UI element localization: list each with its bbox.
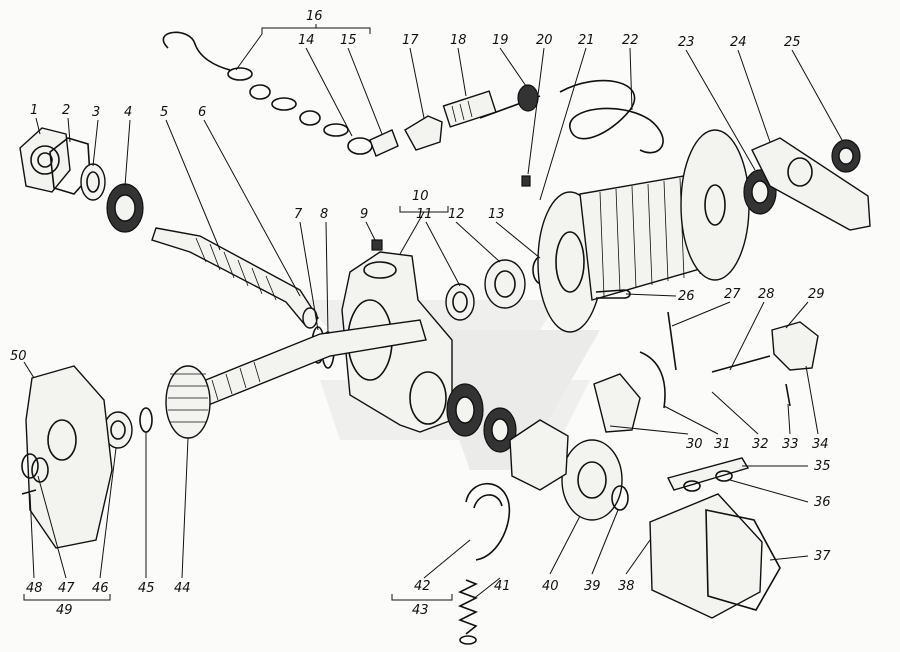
part-front-cover: [19, 127, 71, 193]
part-hook-chain: [162, 31, 399, 157]
part-brake-cover: [649, 493, 781, 619]
part-nut-9: [371, 239, 383, 251]
callout-10: 10: [412, 189, 429, 204]
callout-44: 44: [174, 581, 191, 596]
callout-36: 36: [814, 495, 831, 510]
callout-42: 42: [414, 579, 431, 594]
part-worm-shaft: [151, 227, 319, 329]
callout-38: 38: [618, 579, 635, 594]
part-bearing-4: [106, 183, 144, 233]
callout-18: 18: [450, 33, 467, 48]
callout-35: 35: [814, 459, 831, 474]
callout-12: 12: [448, 207, 465, 222]
callout-48: 48: [26, 581, 43, 596]
callout-25: 25: [784, 35, 801, 50]
callout-28: 28: [758, 287, 775, 302]
callout-45: 45: [138, 581, 155, 596]
callout-15: 15: [340, 33, 357, 48]
callout-39: 39: [584, 579, 601, 594]
callout-leaders: [23, 24, 843, 601]
part-bearings-lower: [446, 383, 569, 491]
callout-37: 37: [814, 549, 831, 564]
part-spring-41: [458, 579, 478, 645]
callout-4: 4: [124, 105, 132, 120]
part-gear-44: [165, 365, 211, 439]
callout-26: 26: [678, 289, 695, 304]
part-tensioner-18: [442, 90, 497, 128]
callout-41: 41: [494, 579, 511, 594]
part-ring-45: [139, 407, 153, 433]
callout-2: 2: [62, 103, 70, 118]
callout-31: 31: [714, 437, 731, 452]
part-support-bracket: [751, 137, 871, 231]
callout-6: 6: [198, 105, 206, 120]
callout-20: 20: [536, 33, 553, 48]
callout-22: 22: [622, 33, 639, 48]
callout-13: 13: [488, 207, 505, 222]
part-sleeve-19: [517, 84, 539, 112]
part-screw-20: [521, 175, 531, 187]
callout-11: 11: [416, 207, 433, 222]
part-bushing-11: [445, 283, 475, 321]
callout-16: 16: [306, 9, 323, 24]
callout-7: 7: [294, 207, 303, 222]
part-brake-drum: [561, 439, 623, 521]
callout-50: 50: [10, 349, 27, 364]
part-brake-band: [465, 482, 511, 561]
callout-23: 23: [678, 35, 695, 50]
callout-34: 34: [812, 437, 829, 452]
part-clamp-17: [404, 115, 443, 151]
callout-40: 40: [542, 579, 559, 594]
callout-1: 1: [30, 103, 38, 118]
part-cable: [479, 79, 664, 154]
part-plate-35: [666, 457, 750, 492]
callout-24: 24: [730, 35, 747, 50]
callout-21: 21: [578, 33, 595, 48]
part-washer-39: [611, 485, 629, 511]
callout-43: 43: [412, 603, 429, 618]
callout-19: 19: [492, 33, 509, 48]
callout-labels: 1 2 3 4 5 6 7 8 9 10 11 12 13 14 15 16 1…: [10, 9, 831, 618]
callout-32: 32: [752, 437, 769, 452]
part-seal: [80, 163, 106, 201]
callout-14: 14: [298, 33, 315, 48]
callout-9: 9: [360, 207, 368, 222]
callout-49: 49: [56, 603, 73, 618]
callout-33: 33: [782, 437, 799, 452]
callout-17: 17: [402, 33, 419, 48]
part-brake-linkage: [593, 311, 819, 433]
callout-27: 27: [724, 287, 741, 302]
part-bushing-25: [831, 139, 861, 173]
callout-47: 47: [58, 581, 75, 596]
part-bearing-12: [484, 259, 526, 309]
part-rear-cover: [21, 365, 113, 549]
callout-5: 5: [160, 105, 168, 120]
callout-30: 30: [686, 437, 703, 452]
part-winch-drum: [537, 129, 750, 333]
callout-8: 8: [320, 207, 328, 222]
callout-29: 29: [808, 287, 825, 302]
callout-46: 46: [92, 581, 109, 596]
callout-3: 3: [92, 105, 100, 120]
part-bushing-46: [103, 411, 133, 449]
